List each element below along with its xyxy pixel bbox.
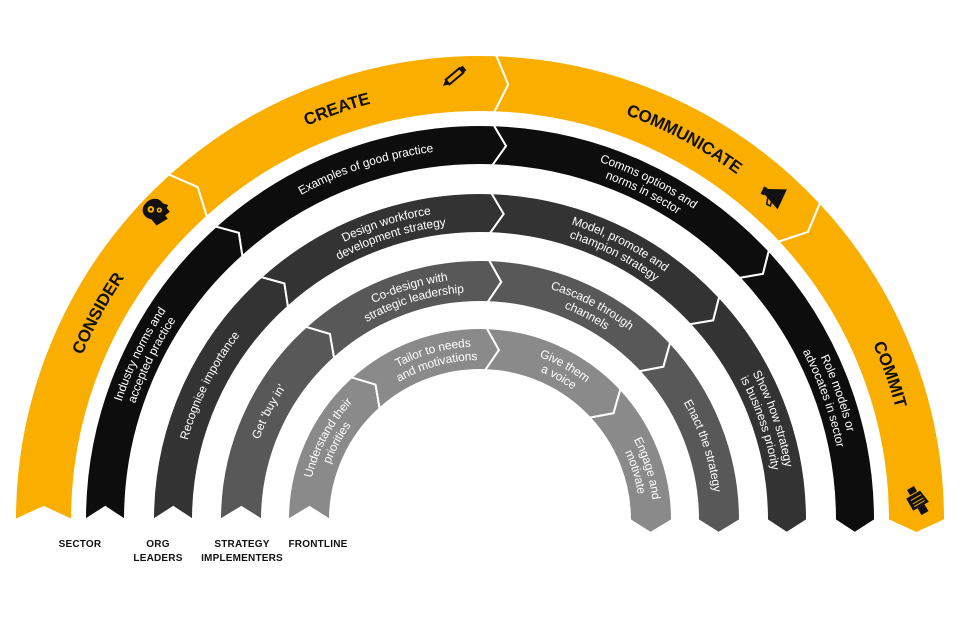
audience-label: ORG LEADERS — [108, 538, 208, 566]
audience-label: STRATEGY IMPLEMENTERS — [192, 538, 292, 566]
head-with-gears-icon — [142, 198, 170, 226]
audience-label: FRONTLINE — [268, 538, 368, 552]
audience-label-line: ORG — [146, 539, 170, 550]
audience-label-line: STRATEGY — [214, 539, 270, 550]
audience-label-line: SECTOR — [58, 539, 102, 550]
step-cell: Enact the strategy — [637, 340, 742, 535]
step-segment — [737, 248, 877, 535]
audience-label: SECTOR — [30, 538, 130, 552]
handshake-icon — [906, 486, 929, 516]
audience-label-line: FRONTLINE — [288, 539, 348, 550]
step-cell: Get 'buy in' — [218, 325, 336, 522]
audience-label-line: LEADERS — [133, 553, 183, 564]
step-segment — [637, 340, 742, 535]
phase-segment — [776, 201, 947, 535]
megaphone-icon — [760, 186, 787, 210]
step-segment — [587, 387, 674, 535]
step-segment — [687, 294, 809, 535]
phase-commit: COMMIT — [776, 201, 947, 535]
audience-label-line: IMPLEMENTERS — [201, 553, 283, 564]
pencil-icon — [442, 65, 467, 86]
